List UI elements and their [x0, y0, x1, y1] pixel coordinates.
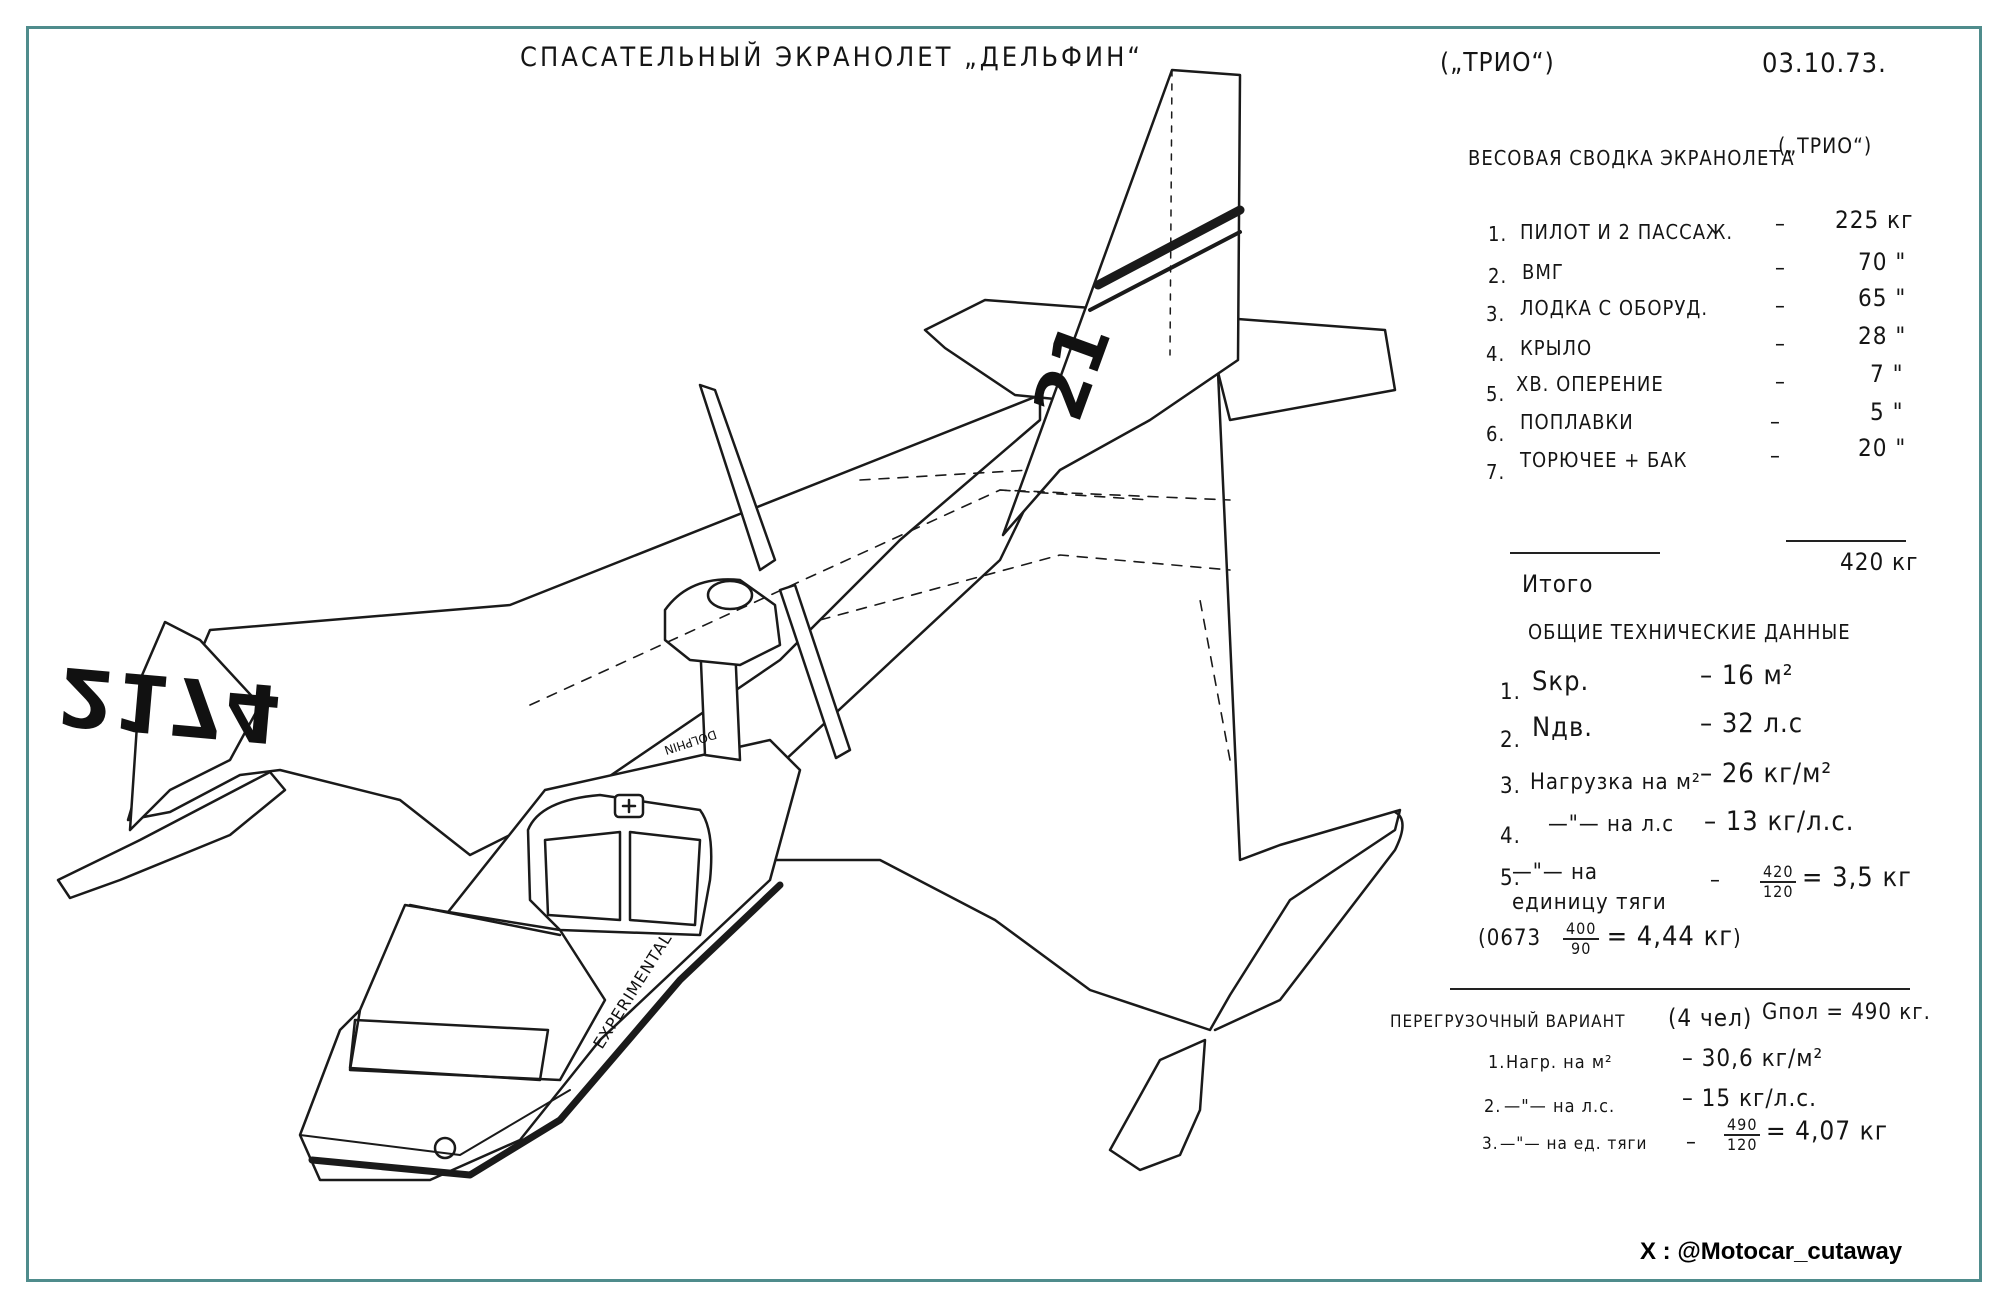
tech-extra-label: (0673: [1478, 926, 1556, 951]
overload-title: ПЕРЕГРУЗОЧНЫЙ ВАРИАНТ: [1390, 1012, 1626, 1032]
weight-item-value: 65 ": [1858, 284, 1907, 312]
drawing-date: 03.10.73.: [1762, 48, 1887, 79]
tech-item-num: 1.: [1500, 680, 1521, 705]
weight-item-num: 5.: [1486, 382, 1506, 406]
fraction-numerator: 490: [1724, 1116, 1761, 1136]
tech-item-num: 4.: [1500, 824, 1521, 849]
drawing-frame: [26, 26, 1982, 1282]
weight-item-dash: –: [1775, 332, 1786, 357]
fraction-denominator: 90: [1571, 939, 1592, 958]
tech-item-value: – 32 л.с: [1700, 708, 1804, 739]
overload-rule: [1450, 988, 1910, 990]
total-rule-left: [1510, 552, 1660, 554]
tech-item-name: Nдв.: [1532, 712, 1593, 743]
tech-item-name: —"— на л.с: [1548, 812, 1675, 837]
weight-item-name: ЛОДКА С ОБОРУД.: [1520, 296, 1709, 320]
weight-item-num: 6.: [1486, 422, 1506, 446]
weight-item-value: 7 ": [1870, 360, 1904, 388]
overload-item-num: 2.: [1484, 1096, 1502, 1117]
weight-item-name: ВМГ: [1522, 260, 1564, 284]
left-float: [56, 770, 287, 900]
tech-item-value: – 13 кг/л.с.: [1704, 806, 1855, 837]
overload-item-num: 3.: [1482, 1134, 1499, 1154]
weight-item-num: 2.: [1488, 264, 1508, 288]
overload-item-num: 1.: [1488, 1052, 1506, 1073]
overload-crew: (4 чел): [1668, 1004, 1753, 1032]
tech-data-title: ОБЩИЕ ТЕХНИЧЕСКИЕ ДАННЫЕ: [1528, 620, 1851, 644]
tech-item-num: 2.: [1500, 728, 1521, 753]
weight-item-value: 70 ": [1858, 248, 1907, 276]
right-float: [1108, 1038, 1207, 1172]
overload-item-value: – 30,6 кг/м²: [1682, 1044, 1824, 1072]
fraction-numerator: 420: [1760, 862, 1797, 883]
weight-item-dash: –: [1775, 294, 1786, 319]
fraction-denominator: 120: [1763, 881, 1794, 901]
fraction-result: = 3,5 кг: [1802, 862, 1912, 893]
total-rule-right: [1786, 540, 1906, 542]
weight-item-value: 225 кг: [1835, 206, 1914, 234]
weight-item-name: КРЫЛО: [1520, 336, 1593, 360]
weight-item-dash: –: [1770, 444, 1781, 469]
weight-item-value: 5 ": [1870, 398, 1904, 426]
weight-item-name: ТОРЮЧЕЕ + БАК: [1520, 448, 1688, 472]
overload-mass: Gпол = 490 кг.: [1762, 1000, 1931, 1025]
overload-item-name: —"— на л.с.: [1504, 1096, 1616, 1117]
credit-label: X : @Motocar_cutaway: [1640, 1238, 1903, 1265]
weight-item-num: 4.: [1486, 342, 1506, 366]
fraction-result: = 4,07 кг: [1766, 1116, 1888, 1147]
overload-item-dash: –: [1686, 1130, 1697, 1155]
weight-item-dash: –: [1775, 370, 1786, 395]
overload-item-name: —"— на ед. тяги: [1500, 1134, 1648, 1154]
left-tip-fin: [128, 620, 262, 832]
fraction-denominator: 120: [1727, 1135, 1758, 1154]
tech-item-name: —"— на единицу тяги: [1512, 860, 1667, 915]
total-label: Итого: [1522, 570, 1594, 598]
tech-item-value: – 16 м²: [1700, 660, 1794, 691]
weight-item-dash: –: [1775, 212, 1786, 237]
fraction-numerator: 400: [1562, 920, 1600, 940]
wing-number: 2174: [55, 648, 285, 760]
tech-item-num: 3.: [1500, 774, 1521, 799]
weight-item-num: 7.: [1486, 460, 1506, 484]
tech-item-name: Sкр.: [1532, 666, 1590, 697]
weight-item-num: 3.: [1486, 302, 1506, 326]
weight-item-value: 28 ": [1858, 322, 1907, 350]
weight-item-num: 1.: [1488, 222, 1508, 246]
weight-item-value: 20 ": [1858, 434, 1907, 462]
overload-item-name: Нагр. на м²: [1506, 1052, 1613, 1073]
weight-summary-title: ВЕСОВАЯ СВОДКА ЭКРАНОЛЕТА: [1468, 146, 1795, 170]
total-value: 420 кг: [1840, 548, 1919, 576]
tech-item-name: Нагрузка на м²: [1530, 770, 1701, 795]
tech-item-num: 5.: [1500, 866, 1521, 891]
weight-summary-variant: („ТРИО“): [1778, 134, 1873, 158]
fraction-result: = 4,44 кг: [1606, 921, 1733, 952]
overload-item-value: – 15 кг/л.с.: [1682, 1084, 1818, 1112]
cockpit-rear-seat: [348, 903, 607, 1082]
weight-item-name: ХВ. ОПЕРЕНИЕ: [1516, 372, 1664, 396]
weight-item-dash: –: [1775, 256, 1786, 281]
propeller-upper: [698, 383, 777, 572]
tech-item-dash: –: [1710, 868, 1721, 893]
weight-item-name: ПОПЛАВКИ: [1520, 410, 1634, 434]
tech-item-value: – 26 кг/м²: [1700, 758, 1833, 789]
variant-label: („ТРИО“): [1440, 48, 1555, 78]
weight-item-dash: –: [1770, 410, 1781, 435]
weight-item-name: ПИЛОТ И 2 ПАССАЖ.: [1520, 220, 1734, 244]
drawing-title: СПАСАТЕЛЬНЫЙ ЭКРАНОЛЕТ „ДЕЛЬФИН“: [520, 42, 1143, 73]
